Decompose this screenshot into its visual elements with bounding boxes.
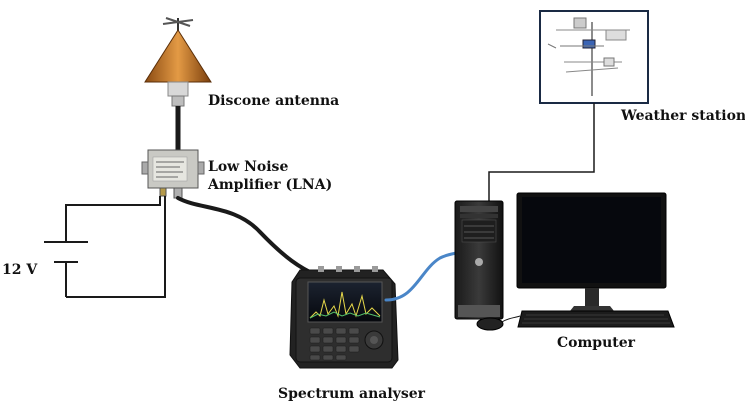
label-computer: Computer: [557, 335, 636, 351]
discone-antenna-icon: [144, 17, 212, 150]
keyboard-icon: [517, 310, 675, 328]
coax-cable: [176, 196, 320, 278]
mouse-icon: [476, 315, 521, 331]
lna-box-icon: [141, 149, 205, 199]
power-circuit: [65, 196, 166, 298]
label-lna-line2: Amplifier (LNA): [208, 177, 333, 193]
label-weather-station: Weather station: [621, 108, 745, 124]
monitor-icon: [516, 192, 667, 316]
label-discone-antenna: Discone antenna: [208, 93, 340, 109]
computer-tower-icon: [454, 200, 504, 320]
weather-link: [488, 103, 595, 205]
label-spectrum-analyser: Spectrum analyser: [278, 386, 425, 402]
battery-icon: [44, 236, 88, 268]
spectrum-analyser-icon: [289, 266, 399, 369]
weather-station-icon: [539, 10, 649, 104]
label-battery-voltage: 12 V: [2, 262, 38, 278]
label-lna-line1: Low Noise: [208, 159, 289, 175]
